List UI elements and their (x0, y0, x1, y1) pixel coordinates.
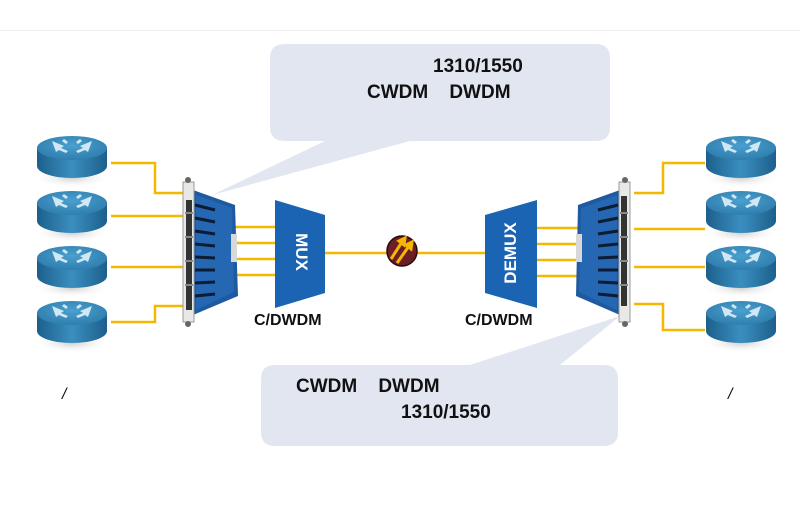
router-icon (32, 191, 112, 243)
right-routers (701, 136, 781, 353)
fiber-amplifier-icon (386, 235, 418, 267)
demux-block (485, 200, 537, 308)
fiber-link (634, 161, 705, 195)
mux-label: MUX (292, 233, 311, 271)
top-callout-line2: CWDM DWDM (367, 82, 511, 103)
bottom-callout-line1: CWDM DWDM (296, 376, 440, 397)
demux-caption: C/DWDM (465, 312, 533, 329)
top-callout-line1: 1310/1550 (433, 56, 523, 77)
router-icon (32, 246, 112, 298)
router-icon (701, 136, 781, 188)
bottom-callout (261, 316, 620, 446)
router-icon (32, 136, 112, 188)
left-site-label: / (62, 386, 67, 403)
router-icon (701, 191, 781, 243)
router-icon (701, 246, 781, 298)
left-routers (32, 136, 112, 353)
mux-block (275, 200, 325, 308)
demux-label: DEMUX (501, 222, 520, 284)
router-icon (701, 301, 781, 353)
top-divider (0, 30, 800, 31)
mux-caption: C/DWDM (254, 312, 322, 329)
right-site-label: / (728, 386, 733, 403)
bottom-callout-line2: 1310/1550 (401, 402, 491, 423)
top-callout (212, 44, 610, 195)
fiber-link (634, 302, 705, 332)
left-transponder-card-icon (182, 177, 238, 327)
fiber-link (111, 304, 188, 324)
router-icon (32, 301, 112, 353)
fiber-link (111, 161, 188, 195)
right-transponder-card-icon (576, 177, 631, 327)
